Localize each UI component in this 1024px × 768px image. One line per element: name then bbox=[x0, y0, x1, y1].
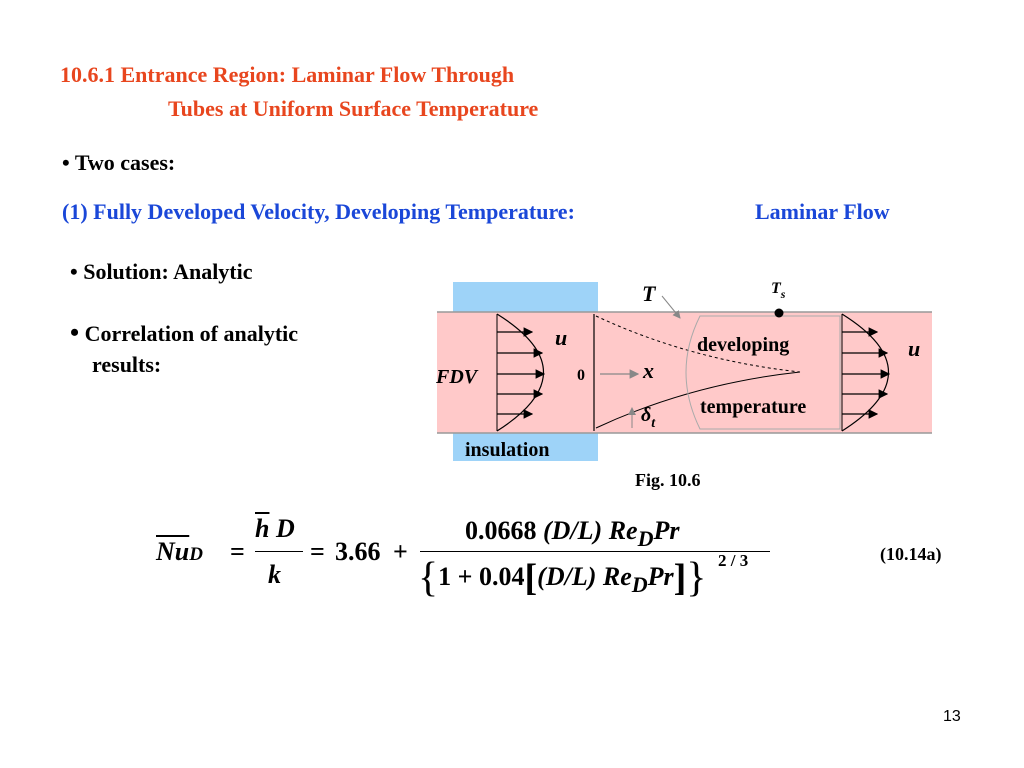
label-u-right: u bbox=[908, 336, 920, 361]
label-Ts: Ts bbox=[771, 280, 786, 301]
label-x: x bbox=[642, 358, 654, 383]
label-T: T bbox=[642, 281, 657, 306]
label-fdv: FDV bbox=[435, 366, 479, 388]
eq-nu-symbol: Nu bbox=[156, 537, 190, 566]
figure-caption: Fig. 10.6 bbox=[635, 470, 701, 490]
eq-den-ratio: (D/L) bbox=[537, 562, 597, 591]
bullet-solution-text: Solution: Analytic bbox=[83, 259, 253, 284]
bullet-correlation-text-2: results: bbox=[92, 352, 162, 377]
eq-den-re-sub: D bbox=[631, 572, 648, 597]
page-number: 13 bbox=[943, 708, 961, 725]
eq-den-rbracket: ] bbox=[673, 557, 687, 599]
figure-10-6: T Ts u u developing temperature FDV 0 x … bbox=[435, 280, 932, 461]
laminar-flow-label: Laminar Flow bbox=[755, 199, 890, 224]
bullet-correlation-text-1: Correlation of analytic bbox=[84, 321, 299, 346]
eq-denominator: {1 + 0.04[(D/L) ReDPr]} bbox=[418, 554, 706, 602]
ts-dot bbox=[774, 308, 784, 318]
eq-plus: + bbox=[393, 537, 408, 566]
bullet-two-cases: • Two cases: bbox=[62, 150, 175, 176]
eq-D: D bbox=[275, 514, 295, 543]
bullet-icon: • bbox=[70, 259, 78, 284]
eq-den-re: Re bbox=[602, 562, 632, 591]
slide-title-line1: 10.6.1 Entrance Region: Laminar Flow Thr… bbox=[60, 62, 515, 87]
bullet-icon: • bbox=[62, 150, 70, 175]
eq-constant: 3.66 bbox=[335, 537, 381, 566]
insulation-top bbox=[453, 282, 598, 312]
eq-h: h bbox=[255, 514, 270, 543]
eq-hd-numerator: h D bbox=[255, 514, 295, 544]
label-zero: 0 bbox=[577, 367, 585, 384]
eq-equals-2: = bbox=[310, 537, 325, 566]
eq-den-lbracket: [ bbox=[524, 557, 538, 599]
bullet-correlation: • Correlation of analytic bbox=[70, 318, 298, 348]
label-temperature: temperature bbox=[700, 396, 806, 418]
case1-heading: (1) Fully Developed Velocity, Developing… bbox=[62, 199, 575, 224]
eq-num-ratio: (D/L) bbox=[543, 516, 603, 545]
eq-numerator: 0.0668 (D/L) ReDPr bbox=[465, 516, 680, 551]
eq-equals-1: = bbox=[230, 537, 245, 566]
eq-k: k bbox=[268, 560, 281, 589]
eq-hd-fraction-bar bbox=[255, 551, 303, 552]
bullet-icon: • bbox=[70, 318, 80, 347]
bullet-two-cases-text: Two cases: bbox=[74, 150, 176, 175]
developing-region-outline bbox=[685, 315, 841, 430]
eq-num-coeff: 0.0668 bbox=[465, 516, 537, 545]
eq-nu: NuD bbox=[156, 537, 203, 567]
eq-den-coeff: 0.04 bbox=[479, 562, 525, 591]
eq-num-re-sub: D bbox=[637, 526, 654, 551]
t-pointer bbox=[661, 295, 681, 319]
thermal-boundary-top bbox=[595, 315, 801, 373]
slide-title-line2: Tubes at Uniform Surface Temperature bbox=[168, 96, 539, 121]
label-u-left: u bbox=[555, 325, 567, 350]
eq-den-pr: Pr bbox=[647, 562, 674, 591]
label-delta-t: δt bbox=[641, 404, 656, 431]
velocity-arrows-right bbox=[842, 327, 891, 419]
eq-num-re: Re bbox=[608, 516, 638, 545]
eq-den-close-brace: } bbox=[686, 555, 707, 601]
eq-den-exponent: 2 / 3 bbox=[718, 551, 749, 570]
insulation-bottom bbox=[453, 433, 598, 461]
label-developing: developing bbox=[697, 334, 789, 356]
eq-nu-sub: D bbox=[189, 544, 203, 565]
label-insulation: insulation bbox=[465, 439, 549, 461]
bullet-solution: • Solution: Analytic bbox=[70, 259, 253, 285]
eq-den-plus: + bbox=[457, 562, 473, 591]
equation-number: (10.14a) bbox=[880, 544, 942, 564]
velocity-arrows-left bbox=[497, 327, 546, 419]
eq-num-pr: Pr bbox=[653, 516, 680, 545]
eq-main-fraction-bar bbox=[420, 551, 770, 552]
thermal-boundary-bottom bbox=[595, 371, 801, 429]
tube-body bbox=[437, 312, 932, 433]
eq-den-one: 1 bbox=[438, 562, 452, 591]
eq-den-open-brace: { bbox=[418, 555, 439, 601]
